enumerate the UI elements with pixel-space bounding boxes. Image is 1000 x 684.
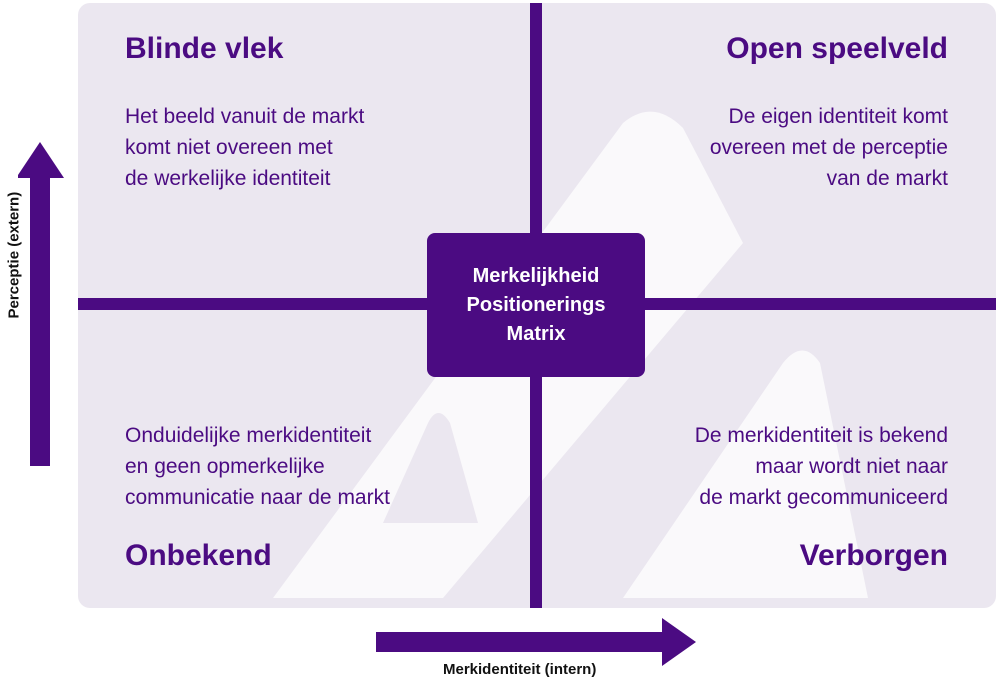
desc-line: communicatie naar de markt — [125, 486, 390, 509]
center-line: Matrix — [506, 322, 566, 345]
quadrant-title-onbekend: Onbekend — [125, 539, 272, 572]
right-arrow-icon — [376, 618, 696, 666]
y-axis-label: Perceptie (extern) — [5, 191, 23, 319]
quadrant-desc-open-speelveld: De eigen identiteit komt overeen met de … — [710, 101, 948, 194]
desc-line: Onduidelijke merkidentiteit — [125, 424, 372, 447]
desc-line: Het beeld vanuit de markt — [125, 105, 365, 128]
center-line: Merkelijkheid — [472, 264, 600, 287]
desc-line: komt niet overeen met — [125, 136, 333, 159]
quadrant-title-open-speelveld: Open speelveld — [726, 32, 948, 65]
quadrant-title-blinde-vlek: Blinde vlek — [125, 32, 284, 65]
quadrant-title-verborgen: Verborgen — [799, 539, 948, 572]
quadrant-desc-onbekend: Onduidelijke merkidentiteit en geen opme… — [125, 420, 390, 513]
desc-line: van de markt — [826, 167, 948, 190]
center-line: Positionerings — [466, 293, 606, 316]
matrix-center-box: Merkelijkheid Positionerings Matrix — [427, 233, 645, 377]
quadrant-desc-blinde-vlek: Het beeld vanuit de markt komt niet over… — [125, 101, 364, 194]
desc-line: maar wordt niet naar — [755, 455, 948, 478]
desc-line: De merkidentiteit is bekend — [694, 424, 948, 447]
x-axis-label: Merkidentiteit (intern) — [443, 661, 597, 678]
desc-line: en geen opmerkelijke — [125, 455, 325, 478]
desc-line: De eigen identiteit komt — [728, 105, 948, 128]
quadrant-desc-verborgen: De merkidentiteit is bekend maar wordt n… — [695, 420, 948, 513]
desc-line: de markt gecommuniceerd — [699, 486, 948, 509]
up-arrow-icon — [18, 142, 64, 466]
desc-line: de werkelijke identiteit — [125, 167, 331, 190]
desc-line: overeen met de perceptie — [709, 136, 948, 159]
